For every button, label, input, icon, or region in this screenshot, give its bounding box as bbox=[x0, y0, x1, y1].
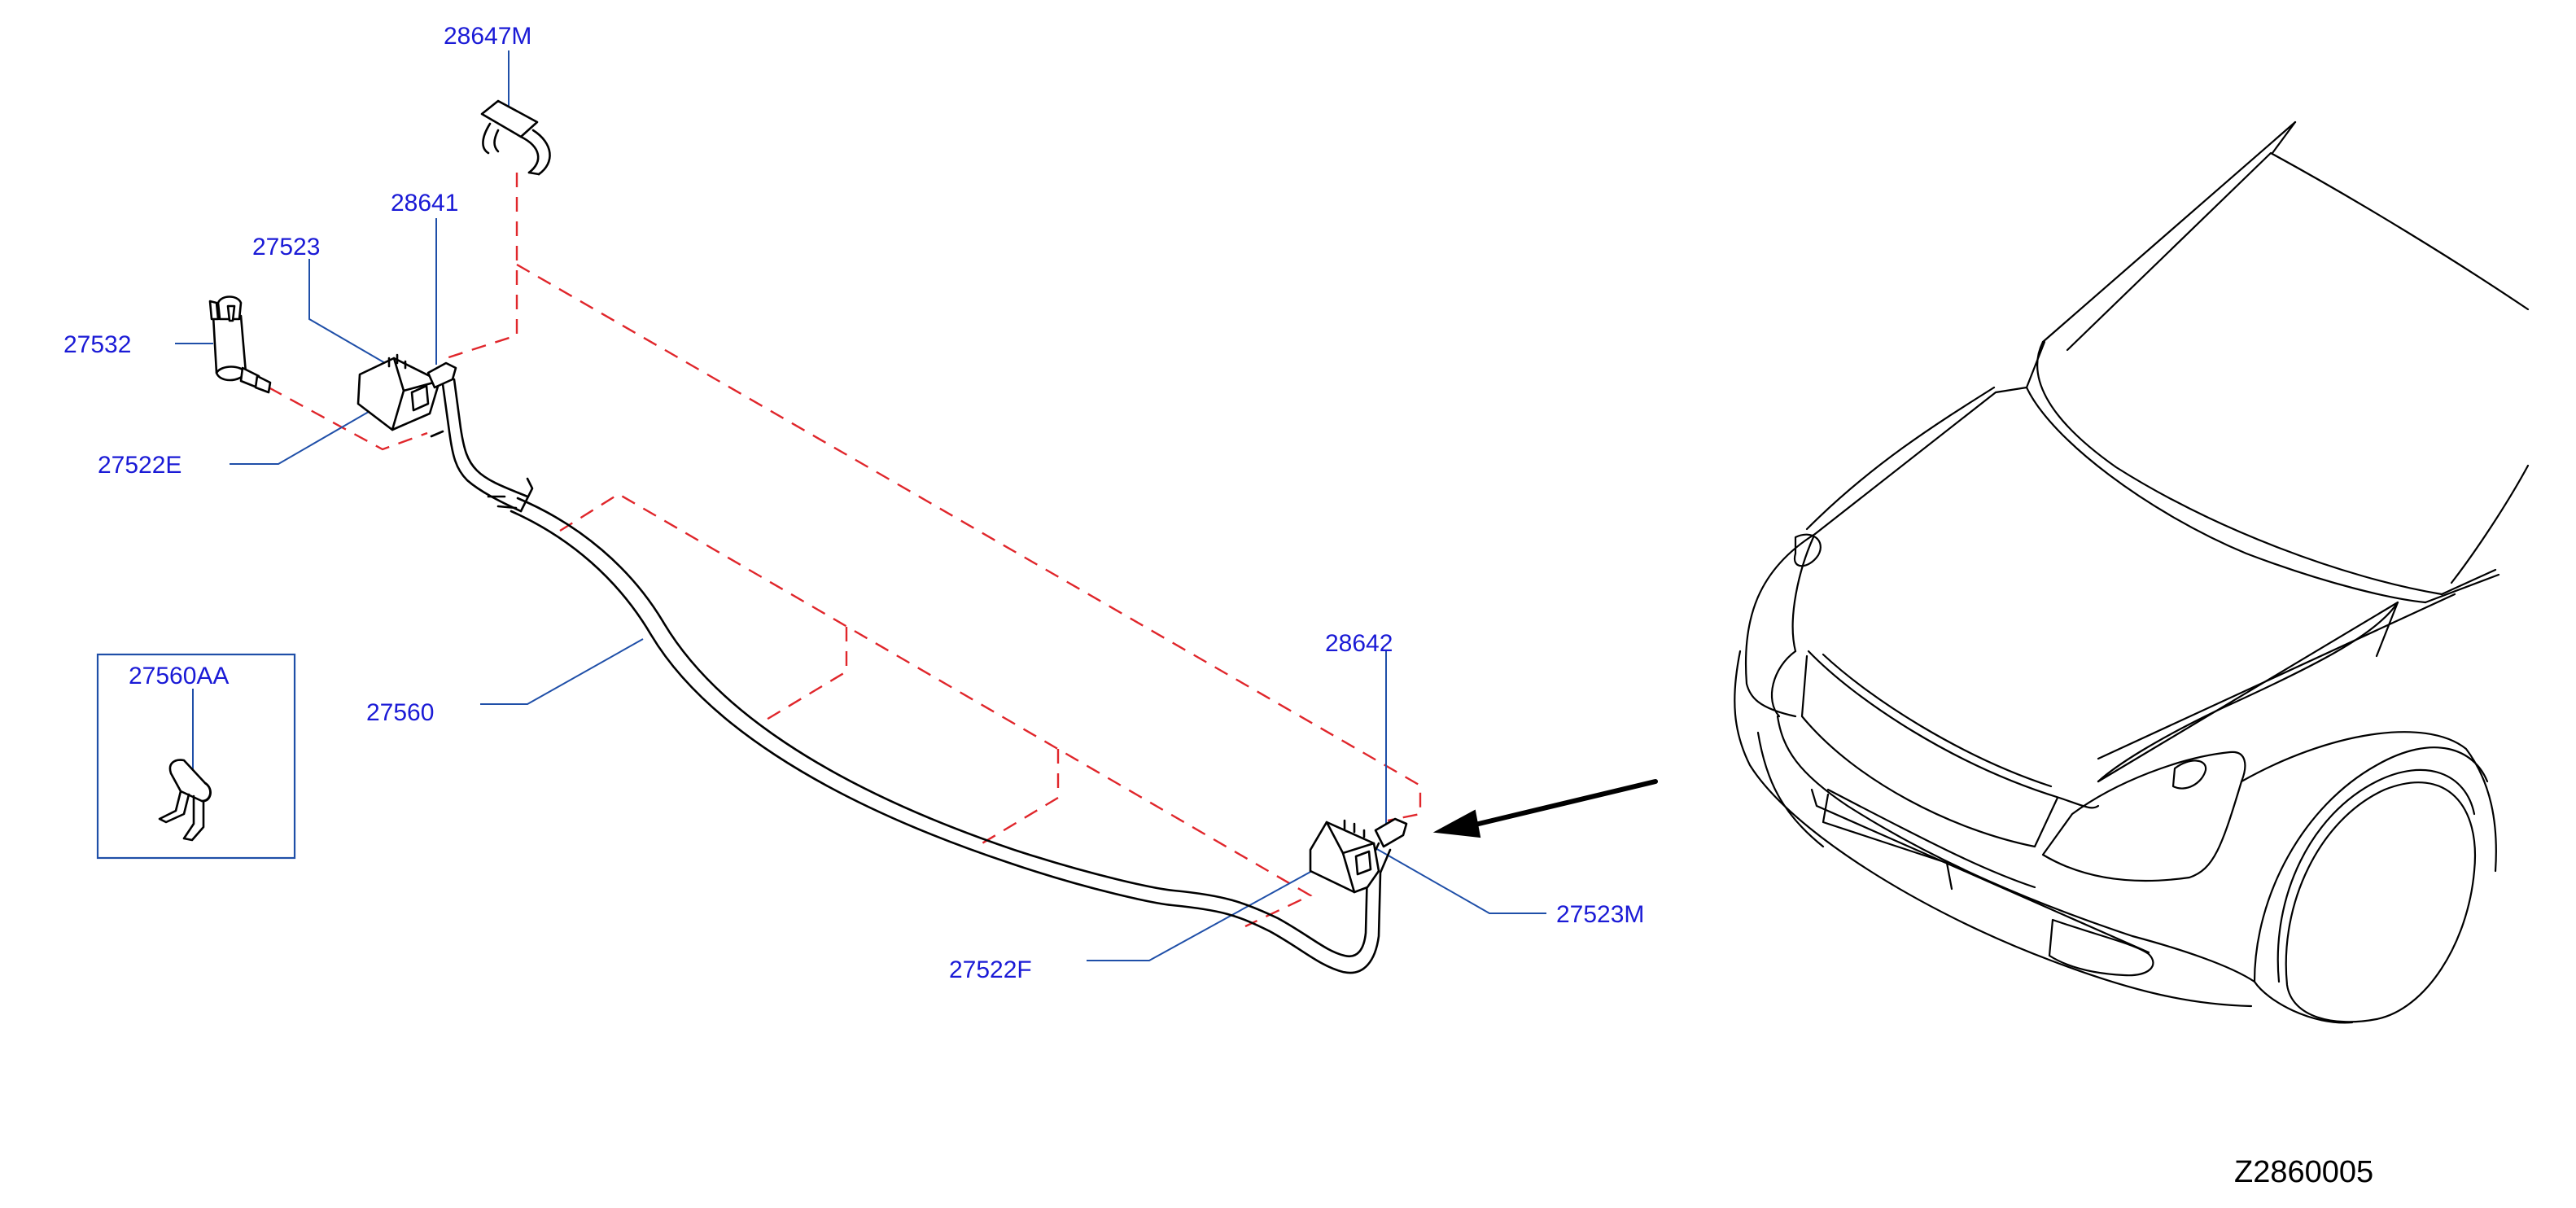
label-27522F: 27522F bbox=[949, 956, 1032, 983]
leader-27522E bbox=[230, 403, 383, 465]
inset-frame bbox=[96, 653, 296, 860]
leader-27560 bbox=[480, 638, 644, 705]
leader-27522F bbox=[1087, 870, 1313, 961]
label-28642: 28642 bbox=[1325, 630, 1393, 657]
left-elbow-hose bbox=[430, 378, 534, 513]
label-27522E: 27522E bbox=[98, 452, 182, 479]
label-28641: 28641 bbox=[391, 190, 458, 217]
guide-upper-rail bbox=[516, 263, 1422, 822]
label-27523: 27523 bbox=[252, 234, 320, 260]
guide-pump-to-nozzle bbox=[268, 386, 428, 451]
guide-clip-1 bbox=[764, 627, 848, 722]
vehicle-front-illustration bbox=[1734, 120, 2530, 1024]
leader-27523 bbox=[308, 259, 391, 367]
diagram-id: Z2860005 bbox=[2234, 1155, 2373, 1189]
inset-box-27560AA bbox=[96, 653, 296, 860]
label-27560AA: 27560AA bbox=[129, 663, 229, 689]
washer-pump-motor-27532 bbox=[208, 295, 272, 394]
direction-arrow bbox=[1432, 779, 1658, 838]
guide-hose-rail bbox=[559, 492, 1313, 928]
label-28647M: 28647M bbox=[444, 23, 531, 50]
assembly-guide-lines bbox=[268, 173, 1422, 928]
part-labels: 28647M 28641 27523 27532 27522E 27560AA … bbox=[63, 23, 1644, 983]
label-27523M: 27523M bbox=[1556, 901, 1644, 928]
label-27560: 27560 bbox=[366, 699, 434, 726]
hose-clip-27560AA bbox=[158, 759, 212, 842]
guide-clip-2 bbox=[976, 749, 1060, 848]
guide-clip-28647M bbox=[445, 173, 518, 360]
left-nozzle-assembly-27522E bbox=[356, 353, 457, 431]
hose-clip-28647M bbox=[480, 99, 551, 176]
right-nozzle-assembly-27522F bbox=[1309, 817, 1408, 894]
washer-hose-27560 bbox=[510, 497, 1392, 974]
label-27532: 27532 bbox=[63, 331, 131, 358]
leader-lines bbox=[175, 50, 1546, 961]
leader-27523M bbox=[1375, 847, 1546, 914]
